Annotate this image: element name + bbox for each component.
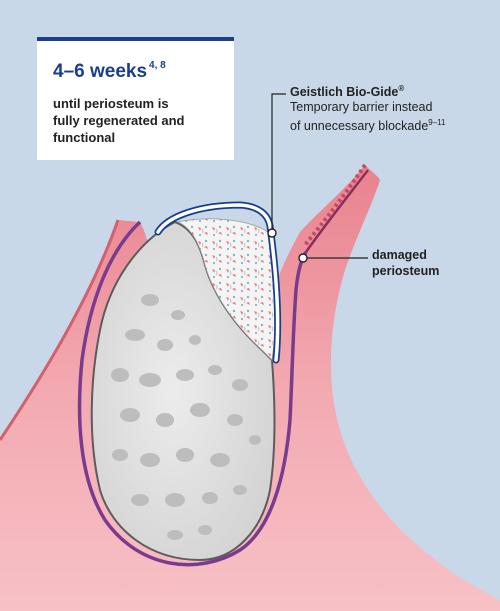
callout-title-refs: 4, 8	[149, 60, 166, 71]
callout-title-text: 4–6 weeks	[53, 61, 148, 82]
periosteum-leader-dot	[298, 253, 308, 263]
periosteum-label-line: damaged	[372, 248, 427, 262]
gingiva-left-edge	[0, 219, 120, 441]
bone-graft	[176, 218, 276, 361]
biogide-label-name: Geistlich Bio-Gide®	[290, 84, 405, 99]
callout-body-line: functional	[53, 130, 116, 145]
bone-pores	[111, 294, 261, 540]
callout-body-line: until periosteum is	[53, 96, 169, 111]
biogide-label: Geistlich Bio-Gide® Temporary barrier in…	[290, 81, 495, 134]
biogide-label-line: Temporary barrier instead	[290, 100, 433, 114]
callout-body: until periosteum is fully regenerated an…	[53, 95, 218, 146]
periosteum-right	[304, 169, 369, 253]
biogide-label-line: of unnecessary blockade9–11	[290, 118, 446, 133]
periosteum-label-line: periosteum	[372, 264, 440, 278]
biogide-leader	[271, 93, 286, 233]
callout-body-line: fully regenerated and	[53, 113, 185, 128]
periosteum-line	[77, 220, 308, 567]
periosteum-label: damaged periosteum	[372, 247, 439, 279]
biogide-leader-dot	[267, 228, 277, 238]
